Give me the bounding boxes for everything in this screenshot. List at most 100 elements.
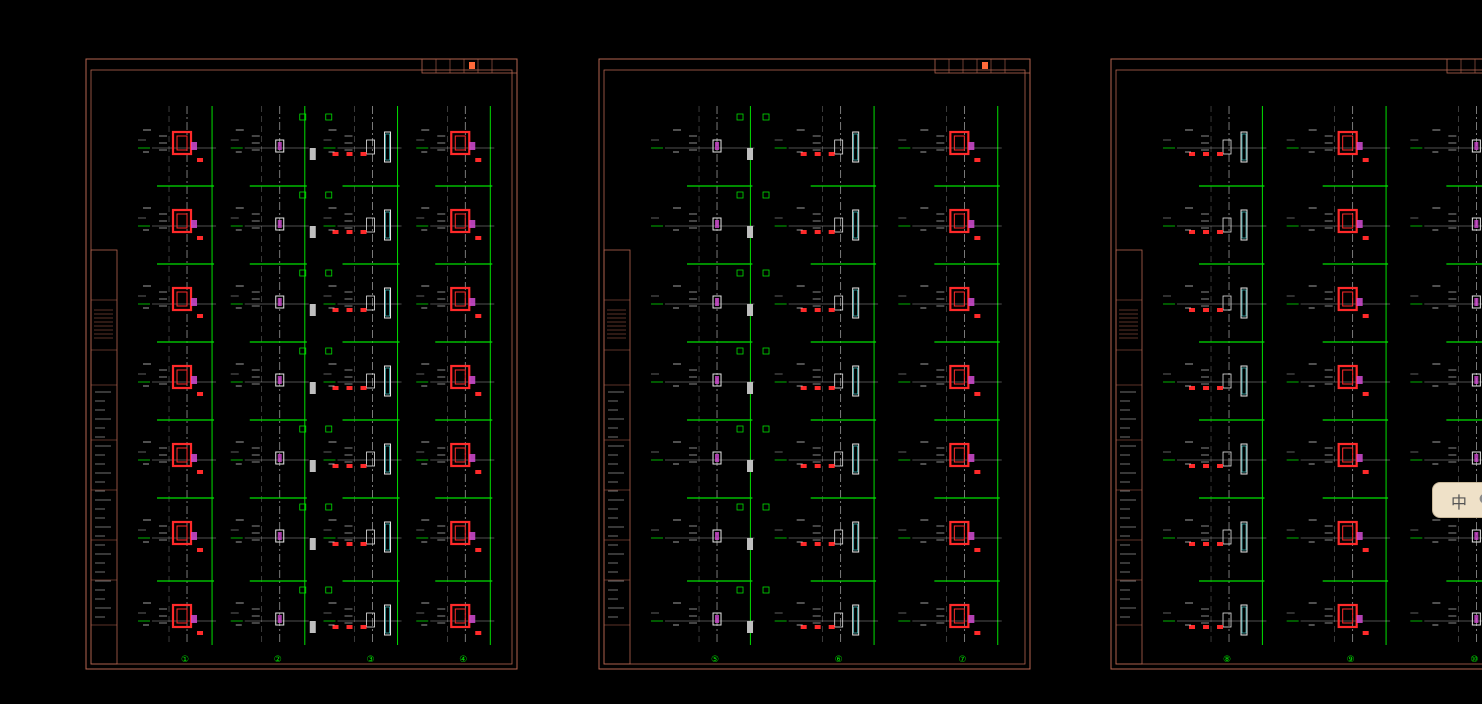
section-detail [1337, 208, 1358, 234]
anchor-mark [360, 625, 367, 629]
anchor-mark [346, 308, 353, 312]
anchor-mark [475, 392, 482, 396]
anchor-mark [475, 314, 482, 318]
tag-box [299, 586, 307, 594]
section-detail [275, 217, 285, 231]
anchor-mark [1217, 464, 1224, 468]
column-post [747, 538, 754, 550]
elevation-column: ② [230, 106, 333, 665]
anchor-mark [1362, 236, 1369, 240]
elevation-column: ⑦ [898, 106, 1002, 665]
connector-mark [1474, 532, 1479, 540]
anchor-mark [974, 548, 981, 552]
section-detail [171, 520, 193, 546]
anchor-mark [1189, 542, 1196, 546]
connector-mark [1356, 298, 1363, 306]
axis-label: ⑩ [1470, 655, 1478, 665]
section-detail-inner [853, 606, 859, 634]
anchor-mark [828, 152, 835, 156]
anchor-mark [197, 314, 204, 318]
sheet-outer-frame [85, 58, 518, 670]
anchor-mark [800, 152, 807, 156]
tag-box [325, 269, 333, 277]
connector-mark [715, 142, 720, 150]
section-detail [1222, 139, 1232, 155]
anchor-mark [360, 386, 367, 390]
section-detail-inner [176, 291, 188, 307]
anchor-mark [475, 236, 482, 240]
tag-box [325, 347, 333, 355]
section-detail-inner [1241, 289, 1247, 317]
anchor-mark [197, 631, 204, 635]
section-detail [275, 451, 285, 465]
connector-mark [1474, 615, 1479, 623]
connector-mark [277, 454, 282, 462]
section-detail [834, 139, 844, 155]
section-detail-inner [1342, 291, 1354, 307]
section-detail [834, 451, 844, 467]
section-detail [275, 139, 285, 153]
column-post [747, 382, 754, 394]
section-detail [834, 217, 844, 233]
anchor-mark [197, 548, 204, 552]
section-detail [1240, 131, 1248, 163]
anchor-mark [332, 386, 339, 390]
section-detail-inner [454, 369, 466, 385]
tag-box [299, 347, 307, 355]
tag-box [299, 503, 307, 511]
anchor-mark [974, 470, 981, 474]
connector-mark [1474, 454, 1479, 462]
tag-box [299, 425, 307, 433]
section-detail-inner [385, 211, 390, 239]
connector-mark [277, 142, 282, 150]
anchor-mark [346, 230, 353, 234]
section-detail [852, 604, 860, 636]
connector-mark [1356, 220, 1363, 228]
anchor-mark [1362, 392, 1369, 396]
section-detail-inner [385, 606, 390, 634]
section-detail [712, 373, 722, 387]
connector-mark [968, 298, 975, 306]
connector-mark [715, 532, 720, 540]
tag-box [299, 269, 307, 277]
anchor-mark [800, 308, 807, 312]
section-detail [949, 520, 970, 546]
connector-mark [469, 615, 476, 623]
anchor-mark [197, 158, 204, 162]
tag-box [736, 586, 744, 594]
anchor-mark [346, 386, 353, 390]
column-post [747, 460, 754, 472]
anchor-mark [828, 464, 835, 468]
section-detail [1337, 520, 1358, 546]
connector-mark [191, 298, 198, 306]
elevation-column: ④ [416, 106, 495, 665]
section-detail [852, 443, 860, 475]
tag-box [762, 586, 770, 594]
section-detail [834, 612, 844, 628]
section-detail [1222, 217, 1232, 233]
ime-language-toggle[interactable]: 中 ◐ [1432, 482, 1482, 518]
section-detail-inner [454, 447, 466, 463]
section-detail-inner [385, 445, 390, 473]
anchor-mark [814, 625, 821, 629]
column-post [309, 538, 316, 550]
section-detail [1240, 209, 1248, 241]
section-detail [384, 365, 392, 397]
section-detail-inner [385, 367, 390, 395]
section-detail-inner [454, 608, 466, 624]
section-detail-inner [385, 133, 390, 161]
section-detail [171, 603, 193, 629]
anchor-mark [974, 236, 981, 240]
section-detail-inner [853, 523, 859, 551]
section-detail [1337, 130, 1358, 156]
anchor-mark [332, 625, 339, 629]
section-detail [275, 529, 285, 543]
anchor-mark [828, 386, 835, 390]
anchor-mark [828, 230, 835, 234]
anchor-mark [1362, 158, 1369, 162]
tag-box [762, 347, 770, 355]
section-detail [1240, 287, 1248, 319]
anchor-mark [332, 230, 339, 234]
